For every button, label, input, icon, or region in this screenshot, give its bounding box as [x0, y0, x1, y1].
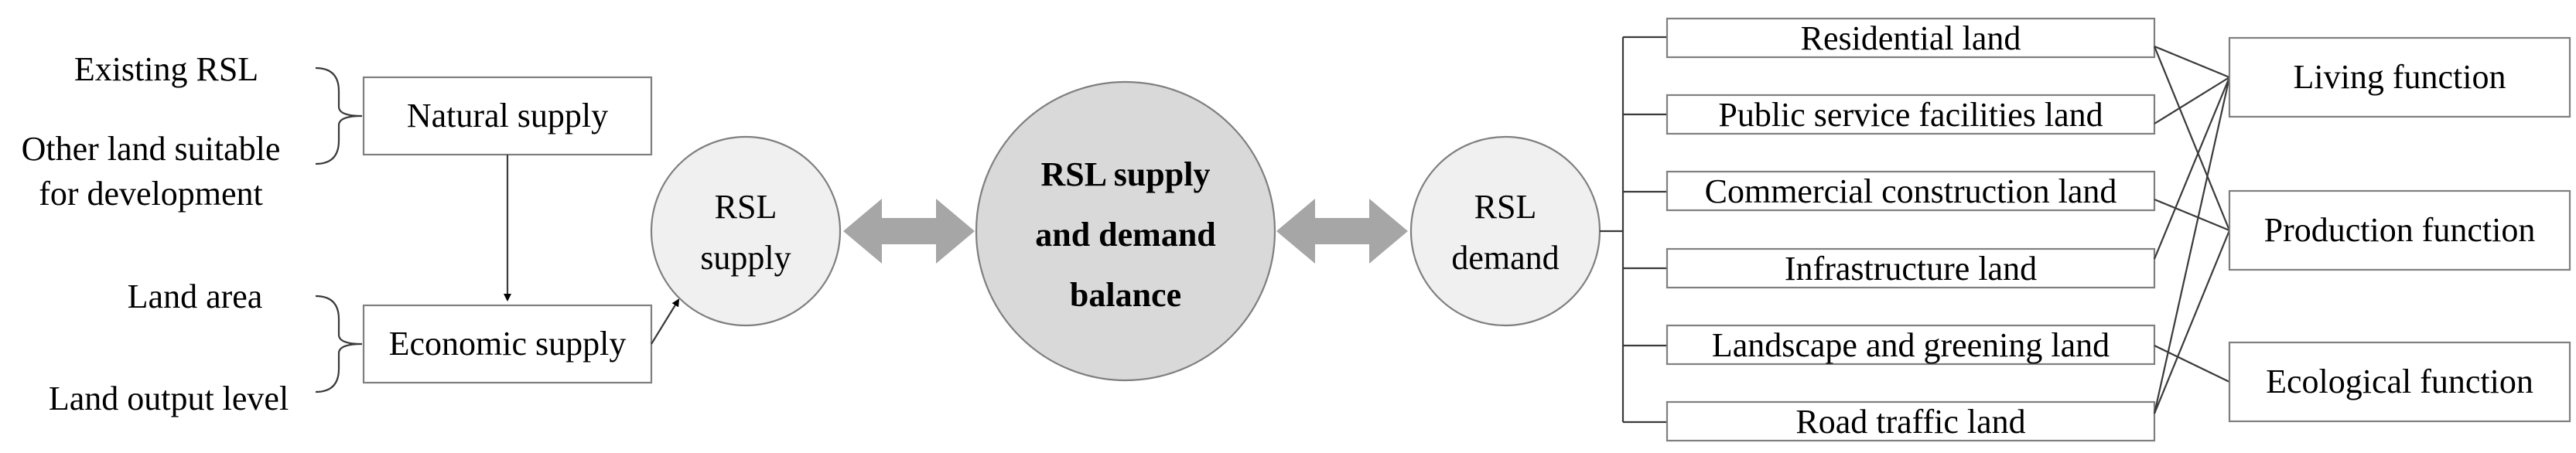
function-box-living — [2228, 36, 2571, 118]
function-label-living: Living function — [2294, 58, 2506, 96]
rsl-supply-circle — [650, 135, 842, 327]
land-box-residential — [1666, 17, 2156, 59]
function-box-ecological — [2228, 341, 2571, 423]
land-label-infrastructure: Infrastructure land — [1785, 250, 2037, 288]
land-label-commercial: Commercial construction land — [1705, 172, 2117, 210]
land-box-landscape — [1666, 324, 2156, 366]
balance-label-line1: RSL supply — [1041, 155, 1211, 193]
economic-supply-label: Economic supply — [389, 325, 627, 363]
link-public-service-living — [2154, 77, 2230, 124]
economic-supply-box — [362, 304, 653, 384]
natural-supply-brace — [315, 66, 363, 165]
balance-label-line2: and demand — [1035, 216, 1216, 254]
land-box-commercial — [1666, 170, 2156, 212]
economic-to-rsl-supply-arrow — [651, 298, 680, 345]
rsl-demand-label-line1: RSL — [1474, 188, 1537, 226]
function-box-production — [2228, 189, 2571, 271]
land-box-infrastructure — [1666, 247, 2156, 289]
existing-rsl-label: Existing RSL — [74, 50, 258, 88]
link-landscape-ecological — [2154, 345, 2230, 383]
rsl-demand-circle — [1409, 135, 1601, 327]
economic-supply-brace — [315, 295, 363, 393]
land-box-road-traffic — [1666, 400, 2156, 442]
land-label-public-service: Public service facilities land — [1718, 96, 2103, 134]
rsl-supply-label-line1: RSL — [715, 188, 777, 226]
land-label-landscape: Landscape and greening land — [1712, 326, 2110, 364]
land-label-road-traffic: Road traffic land — [1795, 403, 2025, 441]
function-label-production: Production function — [2264, 211, 2536, 249]
link-residential-living — [2154, 45, 2230, 79]
natural-supply-box — [362, 76, 653, 156]
link-commercial-production — [2154, 198, 2230, 232]
rsl-supply-label-line2: supply — [700, 239, 791, 277]
link-residential-production — [2153, 46, 2231, 231]
left-double-arrow — [843, 199, 975, 264]
other-land-label-line2: for development — [39, 175, 263, 213]
balance-circle — [975, 80, 1276, 382]
land-area-label: Land area — [128, 278, 263, 315]
natural-supply-label: Natural supply — [407, 97, 608, 135]
link-infrastructure-living — [2153, 77, 2231, 260]
function-label-ecological: Ecological function — [2266, 363, 2533, 400]
land-output-level-label: Land output level — [49, 380, 289, 417]
other-land-label-line1: Other land suitable — [22, 130, 281, 168]
right-double-arrow — [1276, 199, 1408, 264]
land-box-public-service — [1666, 94, 2156, 135]
balance-label-line3: balance — [1070, 276, 1181, 314]
link-road-traffic-living — [2153, 77, 2231, 414]
rsl-demand-label-line2: demand — [1451, 239, 1559, 277]
link-road-traffic-production — [2153, 230, 2231, 414]
land-label-residential: Residential land — [1801, 19, 2021, 57]
